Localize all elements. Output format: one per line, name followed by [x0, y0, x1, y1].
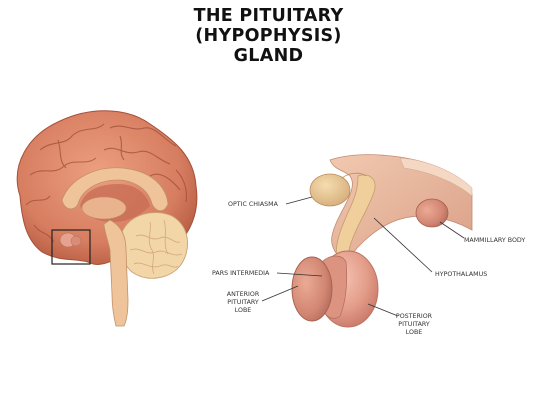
- title-line-3: GLAND: [233, 46, 304, 66]
- label-optic-chiasma: OPTIC CHIASMA: [228, 196, 313, 208]
- mammillary-body: [415, 198, 449, 228]
- label-anterior-lobe: ANTERIOR PITUITARY LOBE: [227, 285, 299, 314]
- pituitary-location-box: [51, 229, 91, 265]
- diagram-title: THE PITUITARY (HYPOPHYSIS) GLAND: [0, 6, 537, 66]
- pituitary-detail: [291, 154, 473, 328]
- label-optic-chiasma-text: OPTIC CHIASMA: [228, 201, 279, 208]
- label-pars-intermedia: PARS INTERMEDIA: [212, 270, 323, 277]
- label-hypothalamus-text: HYPOTHALAMUS: [435, 271, 487, 278]
- cerebellum: [120, 212, 188, 279]
- brain-sagittal-section: [16, 110, 198, 327]
- label-anterior-line-2: PITUITARY: [227, 299, 259, 306]
- title-line-1: THE PITUITARY: [193, 6, 344, 26]
- brainstem: [103, 219, 129, 327]
- label-hypothalamus: HYPOTHALAMUS: [373, 217, 487, 278]
- label-posterior-line-3: LOBE: [406, 329, 423, 336]
- label-anterior-line-1: ANTERIOR: [227, 291, 260, 298]
- label-posterior-line-2: PITUITARY: [398, 321, 430, 328]
- label-posterior-lobe: POSTERIOR PITUITARY LOBE: [367, 303, 433, 336]
- thalamus: [81, 196, 127, 220]
- title-line-2: (HYPOPHYSIS): [195, 26, 342, 46]
- optic-chiasma: [309, 173, 351, 207]
- label-pars-intermedia-text: PARS INTERMEDIA: [212, 270, 270, 277]
- label-mammillary-body: MAMMILLARY BODY: [439, 221, 525, 244]
- label-posterior-line-1: POSTERIOR: [396, 313, 433, 320]
- corpus-callosum: [61, 167, 169, 212]
- anterior-lobe: [291, 256, 333, 322]
- label-mammillary-body-text: MAMMILLARY BODY: [464, 237, 525, 244]
- label-anterior-line-3: LOBE: [235, 307, 252, 314]
